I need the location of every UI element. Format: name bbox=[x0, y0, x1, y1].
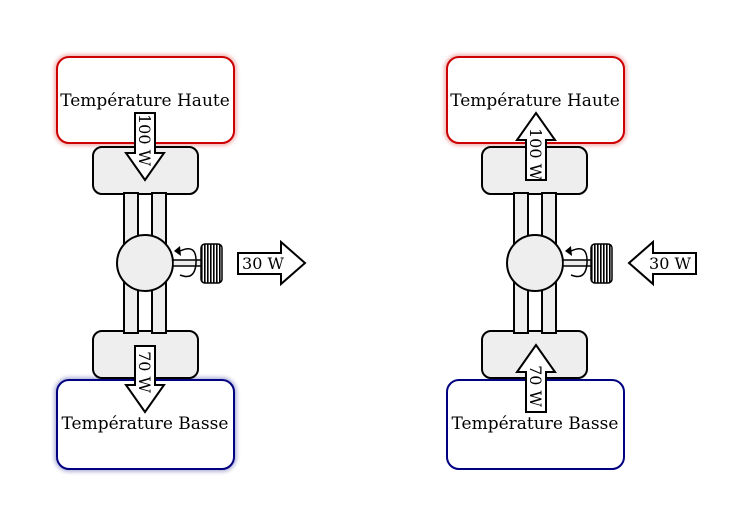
heat-in-label: 100 W bbox=[135, 114, 154, 167]
cold-reservoir-label: Température Basse bbox=[452, 414, 619, 434]
rotating-knob-icon bbox=[200, 243, 223, 284]
engine-body bbox=[92, 146, 223, 379]
work-input-label: 30 W bbox=[649, 254, 691, 273]
hot-reservoir: Température Haute bbox=[444, 54, 627, 146]
work-input-arrow: 30 W bbox=[627, 239, 697, 287]
heat-engine-panel: Température Haute Température Basse bbox=[54, 54, 307, 472]
heat-pump-panel: Température Haute Température Basse bbox=[444, 54, 697, 470]
work-output-arrow: 30 W bbox=[237, 239, 307, 287]
hot-reservoir-label: Température Haute bbox=[60, 91, 230, 111]
heat-in-arrow: 100 W bbox=[124, 112, 166, 182]
heat-out-arrow: 70 W bbox=[124, 345, 166, 414]
hot-reservoir-label: Température Haute bbox=[450, 91, 620, 111]
work-output-label: 30 W bbox=[242, 254, 284, 273]
rotating-knob-icon bbox=[590, 243, 613, 284]
heat-out-arrow: 100 W bbox=[515, 111, 557, 181]
heat-out-label: 100 W bbox=[526, 128, 545, 181]
heat-in-arrow: 70 W bbox=[515, 343, 557, 413]
cold-reservoir: Température Basse bbox=[54, 377, 237, 472]
cold-reservoir-label: Température Basse bbox=[62, 414, 229, 434]
heat-out-label: 70 W bbox=[135, 351, 154, 393]
pump-body bbox=[481, 146, 613, 379]
cold-reservoir: Température Basse bbox=[446, 379, 625, 470]
heat-in-label: 70 W bbox=[526, 365, 545, 407]
